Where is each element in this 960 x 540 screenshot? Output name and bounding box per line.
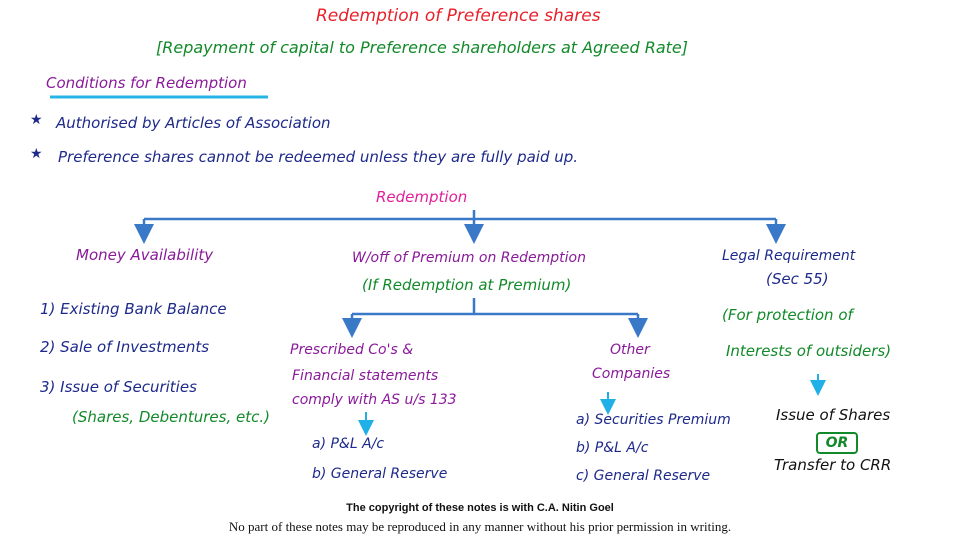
money-item: 2) Sale of Investments	[40, 338, 210, 356]
prescribed-line: comply with AS u/s 133	[292, 392, 457, 408]
legal-section: (Sec 55)	[766, 270, 829, 288]
page-subtitle: [Repayment of capital to Preference shar…	[156, 38, 688, 57]
prescribed-line: Financial statements	[292, 368, 439, 384]
other-item: c) General Reserve	[576, 468, 711, 484]
conditions-heading: Conditions for Redemption	[46, 74, 247, 92]
money-item: 3) Issue of Securities	[40, 378, 197, 396]
money-note: (Shares, Debentures, etc.)	[72, 408, 270, 426]
prescribed-line: Prescribed Co's &	[290, 342, 414, 358]
other-line: Companies	[592, 366, 671, 382]
prescribed-item: a) P&L A/c	[312, 436, 385, 452]
or-badge: OR	[816, 432, 858, 454]
money-heading: Money Availability	[76, 246, 214, 264]
legal-note: (For protection of	[722, 306, 853, 324]
legal-heading: Legal Requirement	[722, 248, 856, 264]
legal-note: Interests of outsiders)	[726, 342, 892, 360]
condition-item: Preference shares cannot be redeemed unl…	[58, 148, 579, 166]
bullet-star-icon: ★	[30, 112, 43, 128]
other-line: Other	[610, 342, 650, 358]
page-title: Redemption of Preference shares	[316, 6, 601, 26]
legal-option: Transfer to CRR	[774, 456, 892, 474]
bullet-star-icon: ★	[30, 146, 43, 162]
premium-heading: W/off of Premium on Redemption	[352, 250, 586, 266]
premium-subheading: (If Redemption at Premium)	[362, 276, 572, 294]
footer-permission: No part of these notes may be reproduced…	[228, 519, 732, 534]
other-item: a) Securities Premium	[576, 412, 731, 428]
prescribed-item: b) General Reserve	[312, 466, 448, 482]
condition-item: Authorised by Articles of Association	[56, 114, 331, 132]
footer-copyright: The copyright of these notes is with C.A…	[346, 502, 614, 514]
money-item: 1) Existing Bank Balance	[40, 300, 227, 318]
other-item: b) P&L A/c	[576, 440, 649, 456]
redemption-label: Redemption	[376, 188, 468, 206]
legal-option: Issue of Shares	[776, 406, 891, 424]
